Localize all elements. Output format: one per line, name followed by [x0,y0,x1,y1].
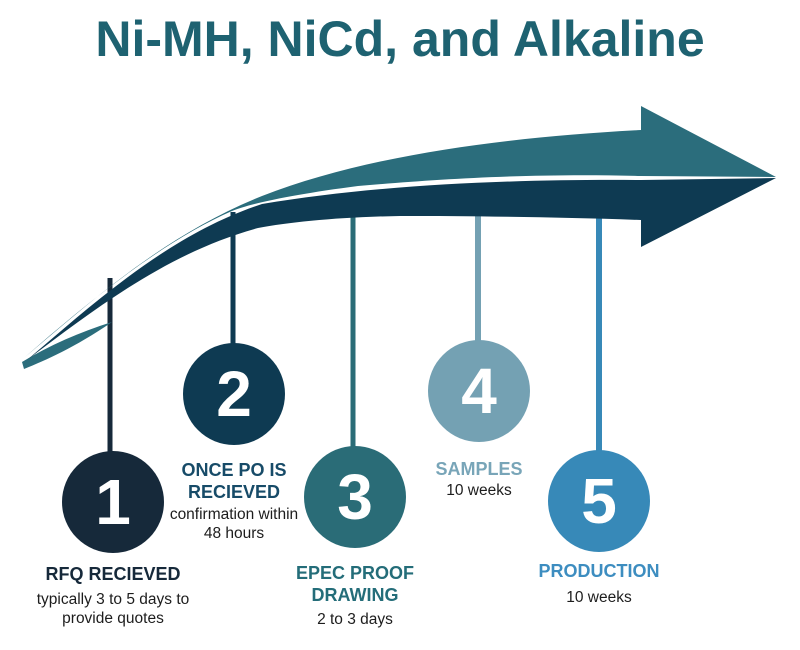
step-3-sublabel: 2 to 3 days [317,611,393,628]
page-title: Ni-MH, NiCd, and Alkaline [95,11,705,67]
step-3-label: EPEC PROOF DRAWING [295,563,415,605]
step-1-number: 1 [95,466,131,538]
step-5-number: 5 [581,465,617,537]
arrow-upper-band [25,106,776,357]
step-5-circle: 5 [548,450,650,552]
step-1-sublabel: typically 3 to 5 days to provide quotes [36,591,190,628]
step-1-circle: 1 [62,451,164,553]
step-5-sublabel: 10 weeks [566,589,632,606]
arrow-lower-band [27,178,776,360]
step-1-label: RFQ RECIEVED [45,564,181,584]
step-2-circle: 2 [183,343,285,445]
step-2-label: ONCE PO IS RECIEVED [181,460,287,502]
step-3-circle: 3 [304,446,406,548]
arrow-tail-flick [22,322,112,369]
step-2-sublabel: confirmation within 48 hours [169,506,299,543]
step-3-number: 3 [337,461,373,533]
step-4-number: 4 [461,355,497,427]
step-2-number: 2 [216,358,252,430]
step-4-circle: 4 [428,340,530,442]
step-4-label: SAMPLES [435,459,523,479]
step-4-sublabel: 10 weeks [446,482,512,499]
step-5-label: PRODUCTION [538,561,660,581]
